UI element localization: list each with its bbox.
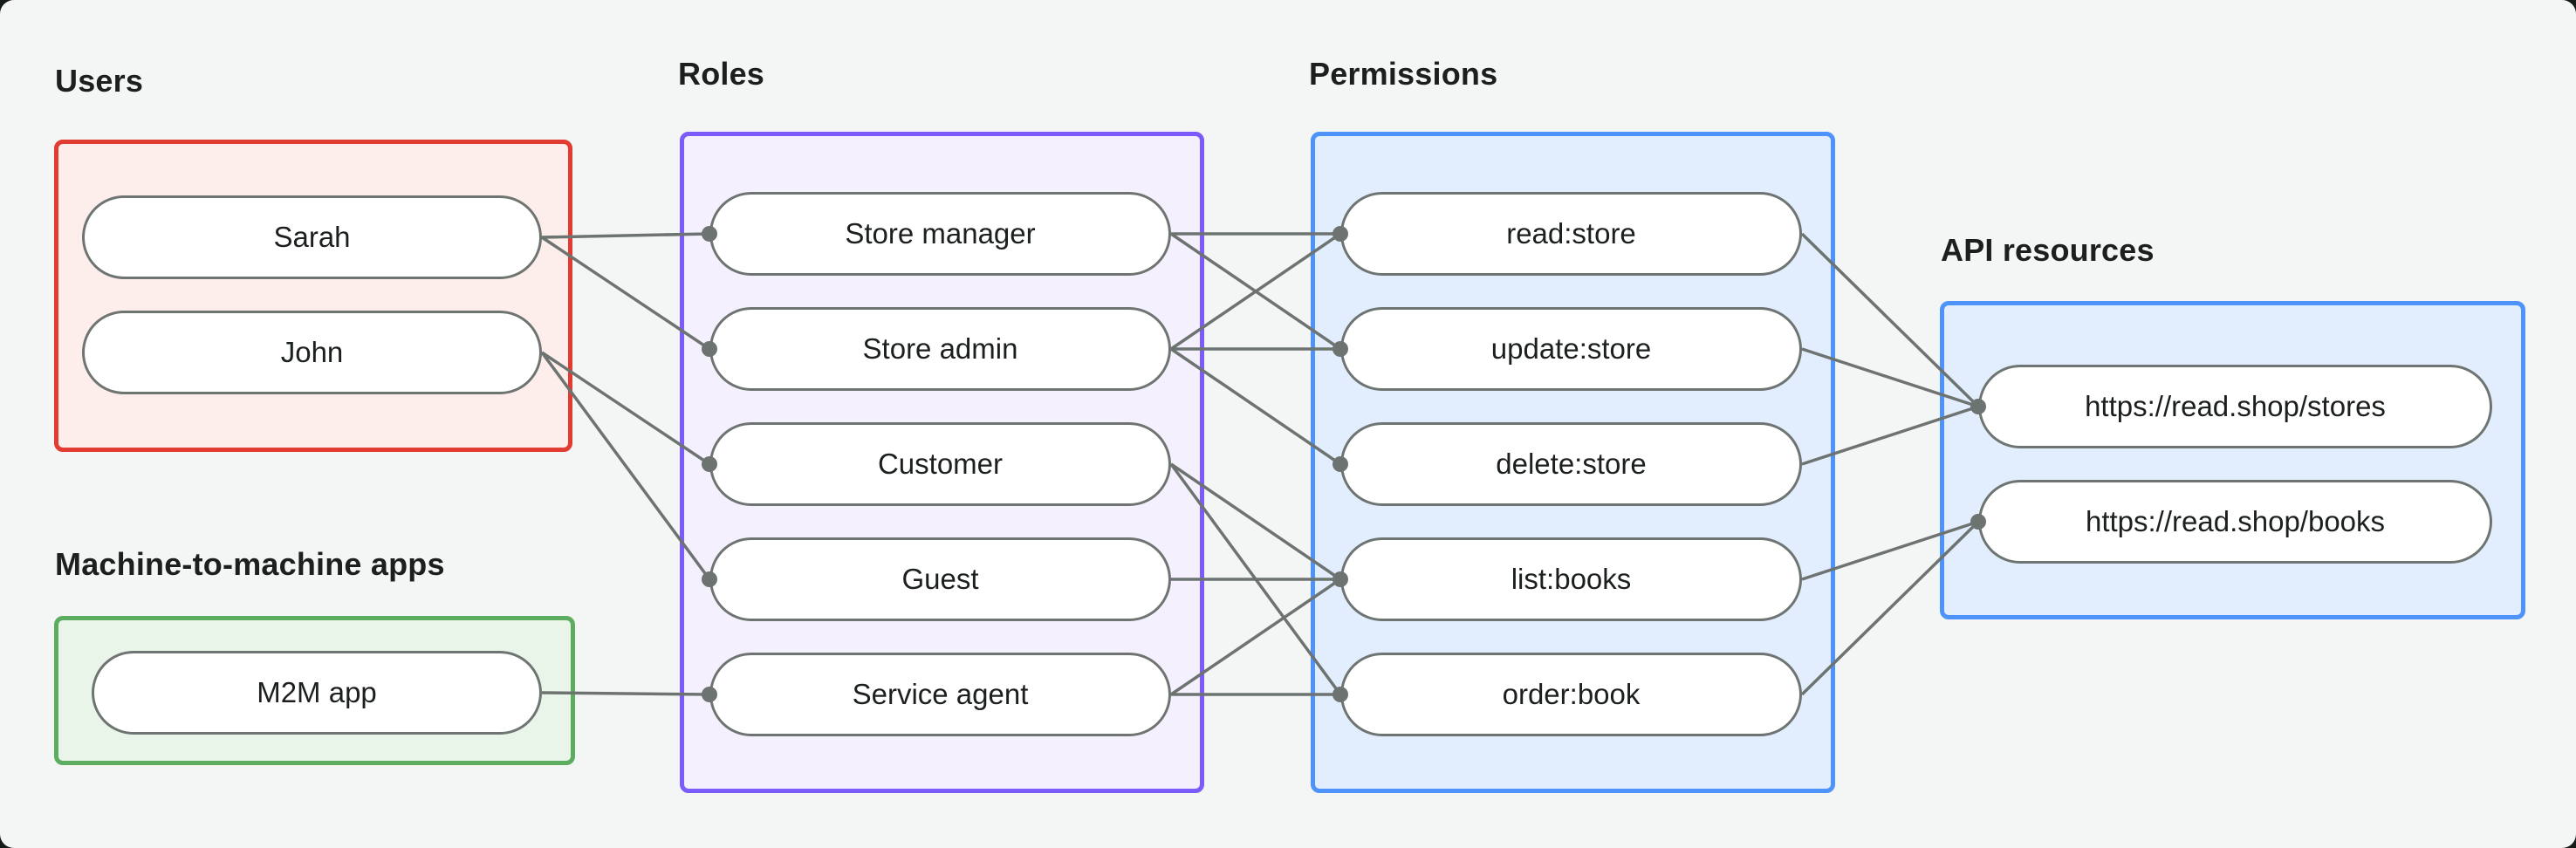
node-john: John <box>82 311 542 394</box>
node-read_store: read:store <box>1340 192 1802 276</box>
node-customer: Customer <box>709 422 1171 506</box>
group-m2m-label: Machine-to-machine apps <box>55 546 445 582</box>
group-api-label: API resources <box>1941 232 2155 268</box>
node-m2m_app: M2M app <box>92 651 542 735</box>
group-permissions-label: Permissions <box>1309 56 1498 92</box>
node-list_books: list:books <box>1340 537 1802 621</box>
node-store_admin: Store admin <box>709 307 1171 391</box>
group-users-label: Users <box>55 63 144 99</box>
node-stores: https://read.shop/stores <box>1978 365 2492 448</box>
node-service_agent: Service agent <box>709 653 1171 736</box>
group-api-box <box>1940 301 2525 619</box>
group-users-box <box>54 140 572 452</box>
node-update_store: update:store <box>1340 307 1802 391</box>
node-guest: Guest <box>709 537 1171 621</box>
node-sarah: Sarah <box>82 195 542 279</box>
node-order_book: order:book <box>1340 653 1802 736</box>
group-roles-label: Roles <box>678 56 765 92</box>
node-store_manager: Store manager <box>709 192 1171 276</box>
node-books: https://read.shop/books <box>1978 480 2492 564</box>
node-delete_store: delete:store <box>1340 422 1802 506</box>
